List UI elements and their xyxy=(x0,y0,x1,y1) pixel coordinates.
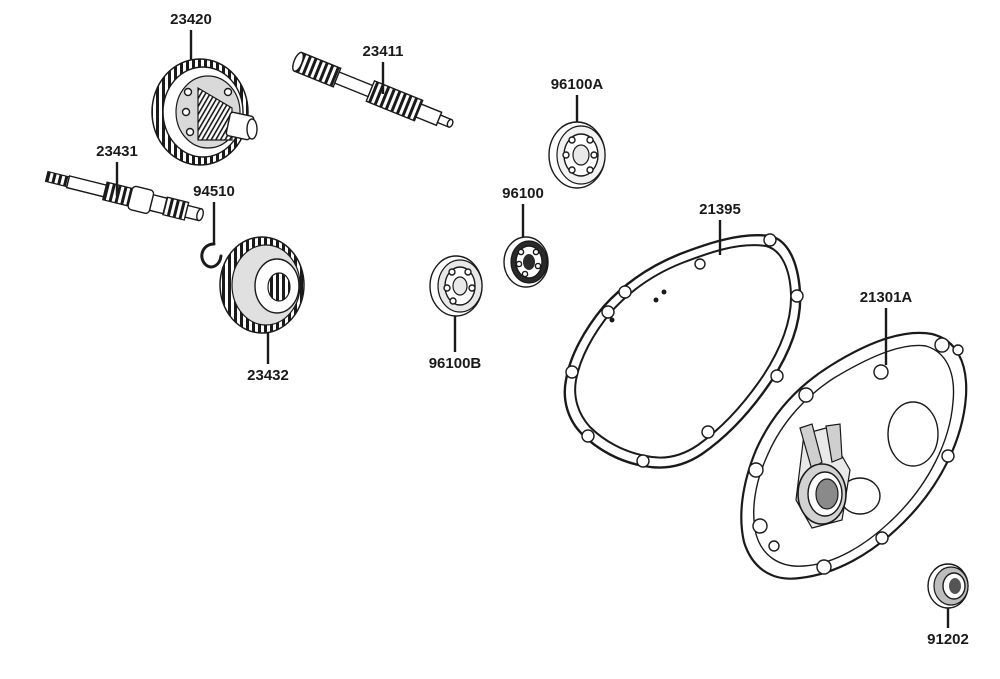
label-96100A: 96100A xyxy=(551,76,604,93)
label-23431: 23431 xyxy=(96,143,138,160)
bearing-96100B xyxy=(429,255,483,317)
label-23420: 23420 xyxy=(170,11,212,28)
bearing-96100 xyxy=(503,236,549,288)
circlip-94510 xyxy=(200,242,223,269)
label-23411: 23411 xyxy=(363,43,404,60)
label-23432: 23432 xyxy=(247,367,289,384)
gear-23432 xyxy=(219,236,305,334)
oil-seal-91202 xyxy=(927,563,969,609)
part-labels: 23420 23411 96100A 23431 94510 96100 213… xyxy=(96,11,969,648)
cover-bearing-boss xyxy=(795,423,851,529)
gasket-21395 xyxy=(563,233,804,469)
transmission-cover-21301A xyxy=(740,331,968,580)
label-21395: 21395 xyxy=(699,201,741,218)
label-96100: 96100 xyxy=(502,185,544,202)
gear-23420 xyxy=(151,58,258,166)
leader-lines xyxy=(115,30,950,628)
label-94510: 94510 xyxy=(193,183,235,200)
label-96100B: 96100B xyxy=(429,355,482,372)
label-21301A: 21301A xyxy=(860,289,913,306)
shaft-23411 xyxy=(292,51,454,128)
bearing-96100A xyxy=(548,121,606,189)
shaft-23431 xyxy=(44,170,204,222)
label-91202: 91202 xyxy=(927,631,969,648)
